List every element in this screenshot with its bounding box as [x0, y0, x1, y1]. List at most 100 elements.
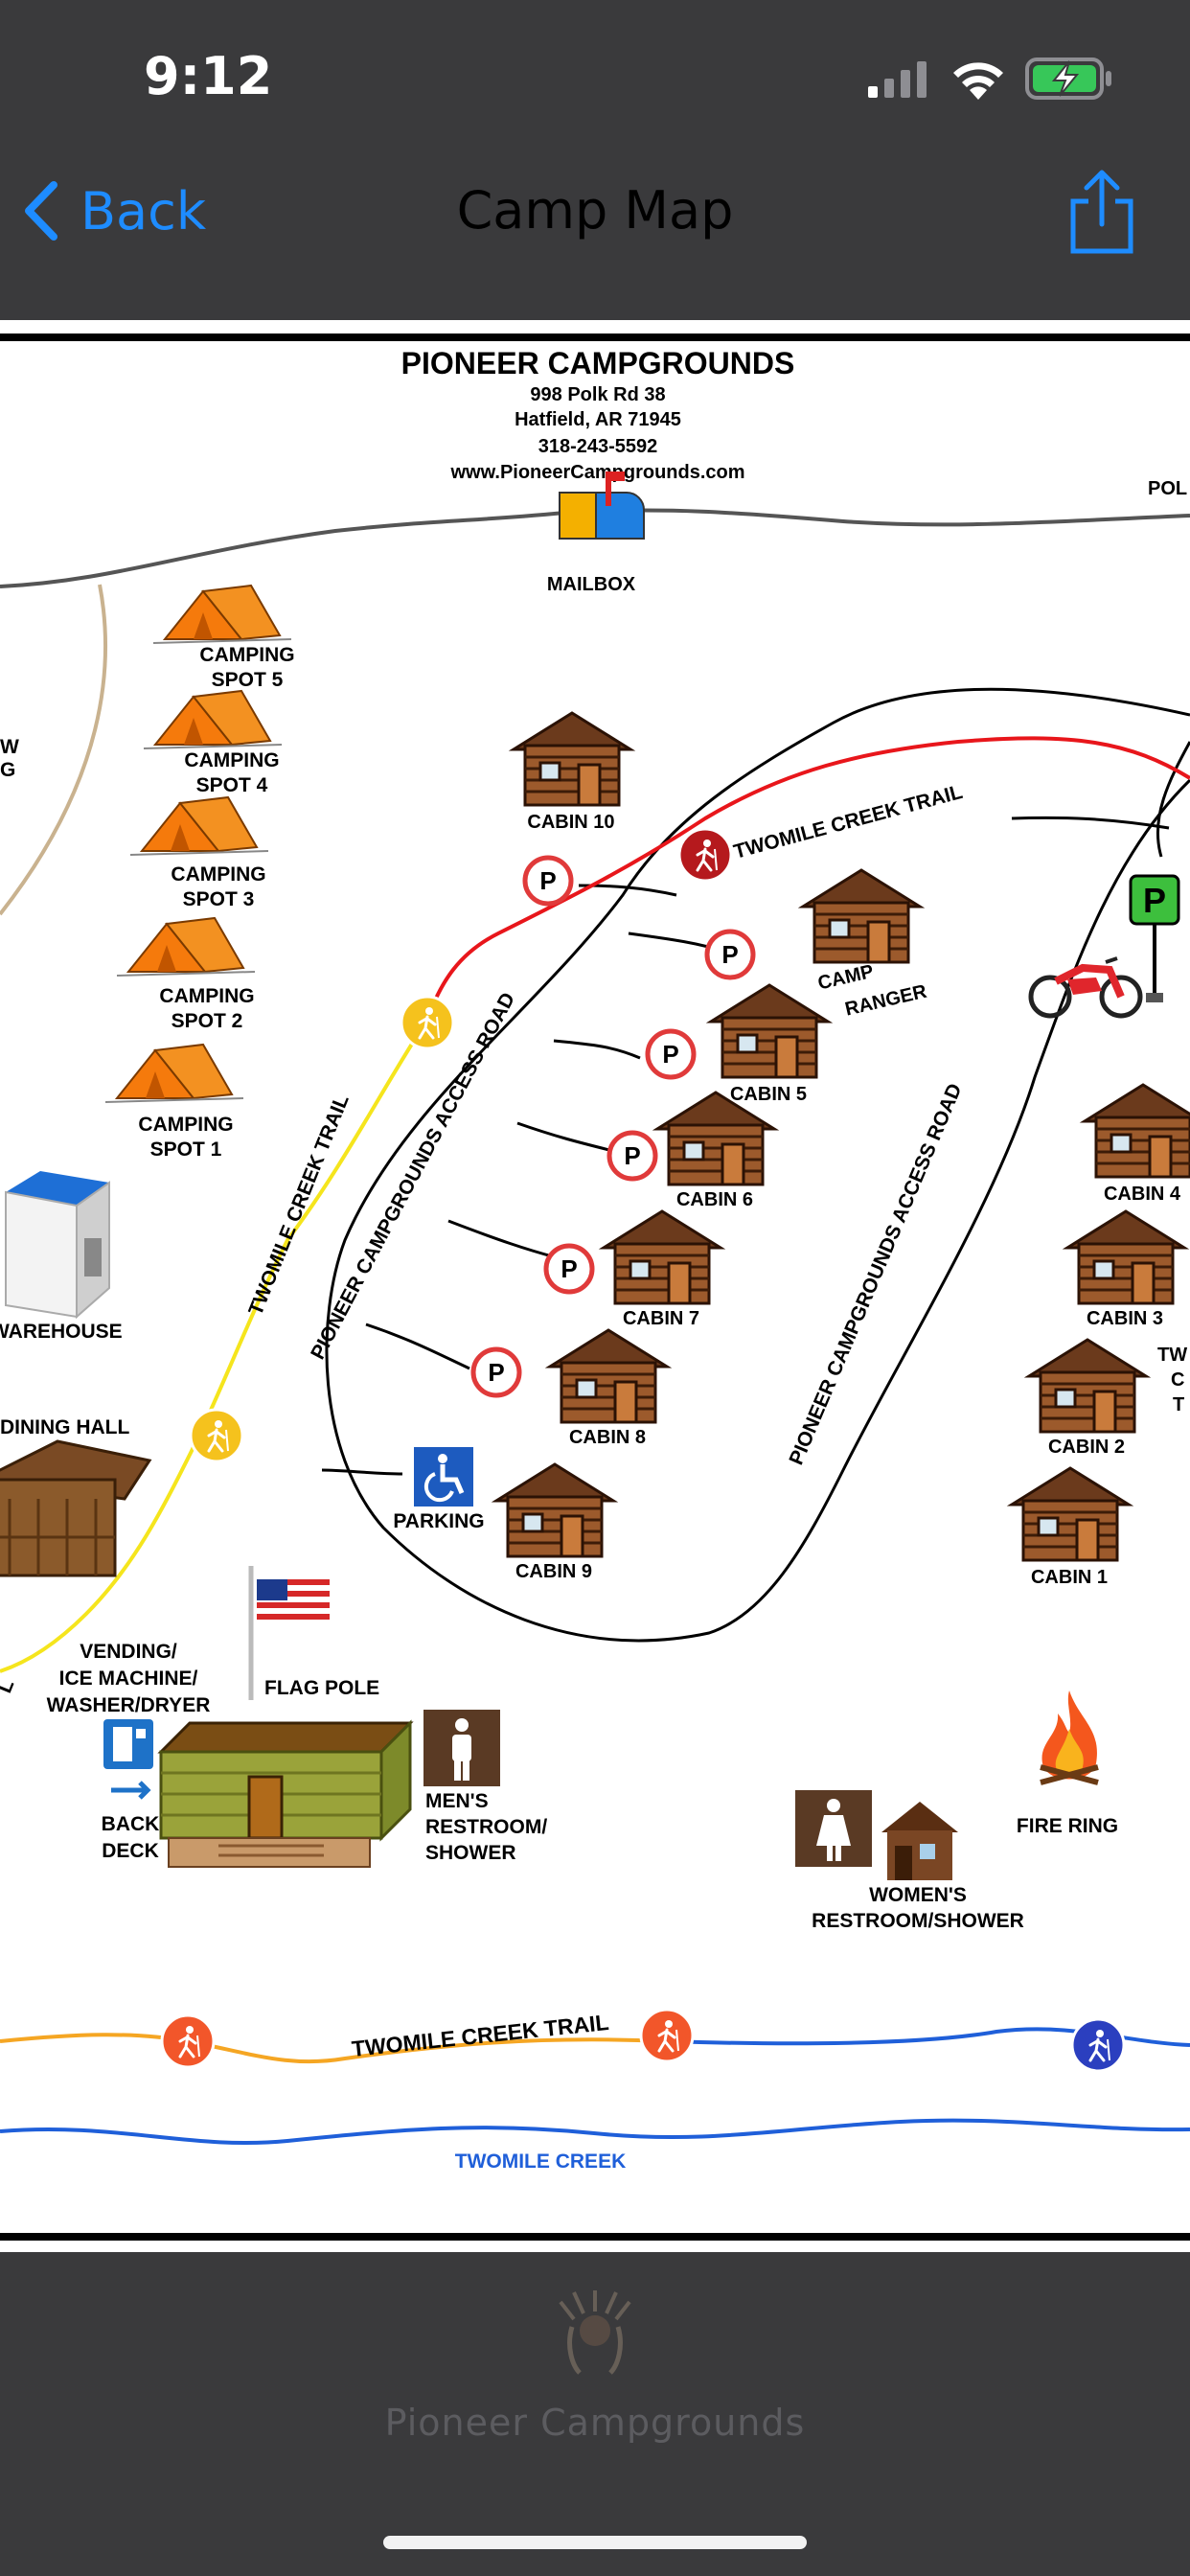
right-partial-3: T: [1173, 1394, 1184, 1415]
mens-line3: SHOWER: [425, 1842, 516, 1864]
svg-text:P: P: [488, 1358, 504, 1387]
camping-spot-3-line2: SPOT 3: [183, 888, 255, 910]
parking-spurs: [321, 741, 1190, 1476]
cabin-icon: [1083, 1083, 1190, 1179]
left-partial-2: G: [0, 759, 15, 781]
svg-text:P: P: [1143, 881, 1166, 920]
cabin-icon: [548, 1328, 669, 1424]
access-road-loop: [325, 687, 1190, 1643]
back-button[interactable]: Back: [23, 172, 206, 249]
vending-line2: ICE MACHINE/: [59, 1668, 198, 1690]
hiker-icon: [160, 2013, 216, 2069]
warehouse-icon: [5, 1171, 110, 1320]
wifi-icon: [953, 62, 1003, 100]
headdress-logo-icon: [559, 2290, 631, 2375]
back-deck-line2: DECK: [102, 1840, 159, 1862]
cabin-icon: [512, 711, 632, 807]
womens-line2: RESTROOM/SHOWER: [812, 1910, 1024, 1932]
cabin-5-label: CABIN 5: [730, 1084, 807, 1105]
warehouse-label: WAREHOUSE: [0, 1321, 123, 1343]
accessible-parking-icon: [414, 1447, 473, 1506]
vending-line1: VENDING/: [80, 1641, 177, 1663]
camp-ranger-line2: RANGER: [843, 981, 929, 1021]
page-title: Camp Map: [456, 180, 734, 241]
share-icon[interactable]: [1065, 169, 1138, 255]
mailbox-icon: [559, 472, 645, 540]
svg-text:P: P: [624, 1141, 640, 1170]
signal-icon: [868, 61, 927, 98]
cabin-icon: [602, 1209, 722, 1305]
map-website: www.PioneerCampgrounds.com: [449, 462, 744, 483]
tent-icon: [116, 917, 256, 977]
parking-spot-icon: P: [648, 1031, 694, 1077]
cabin-9-label: CABIN 9: [515, 1561, 592, 1582]
left-path: [0, 584, 107, 916]
parking-spot-icon: P: [546, 1246, 592, 1292]
flag-pole-label: FLAG POLE: [264, 1677, 379, 1699]
status-bar: 9:12: [0, 0, 1190, 144]
svg-text:P: P: [539, 866, 556, 895]
vending-line3: WASHER/DRYER: [47, 1694, 211, 1716]
womens-restroom-icon: [795, 1790, 872, 1867]
right-partial-2: C: [1171, 1369, 1184, 1391]
cabin-6-label: CABIN 6: [676, 1189, 753, 1210]
cabin-4-label: CABIN 4: [1104, 1184, 1181, 1205]
svg-text:P: P: [662, 1040, 678, 1069]
navigation-bar: [0, 144, 1190, 321]
mess-hall-icon: [157, 1719, 414, 1868]
left-edge-partial: L: [0, 1676, 19, 1696]
accessible-parking-label: PARKING: [393, 1510, 484, 1532]
parking-spot-icon: P: [473, 1349, 519, 1395]
trail-label-bottom: TWOMILE CREEK TRAIL: [351, 2010, 610, 2061]
map-title: PIONEER CAMPGROUNDS: [401, 346, 795, 380]
tent-icon: [152, 585, 292, 644]
back-label: Back: [80, 180, 207, 242]
tent-icon: [143, 690, 283, 749]
home-indicator[interactable]: [383, 2536, 807, 2549]
parking-sign-icon: P: [1129, 874, 1180, 1002]
mens-restroom-icon: [423, 1710, 500, 1786]
camp-ranger-line1: CAMP: [815, 961, 875, 995]
cabin-10-label: CABIN 10: [527, 812, 614, 833]
cabin-icon: [494, 1462, 615, 1558]
motorcycle-icon: [1028, 956, 1143, 1019]
tent-icon: [104, 1044, 244, 1103]
mens-line1: MEN'S: [425, 1790, 489, 1812]
fire-ring-label: FIRE RING: [1017, 1815, 1118, 1837]
womens-restroom-building-icon: [881, 1802, 958, 1880]
mailbox-label: MAILBOX: [547, 574, 636, 595]
left-partial-1: W: [0, 736, 19, 758]
hiker-icon: [1070, 2017, 1126, 2073]
camping-spot-4-line1: CAMPING: [184, 749, 279, 771]
womens-line1: WOMEN'S: [869, 1884, 967, 1906]
hiker-icon: [677, 827, 733, 883]
camping-spot-4-line2: SPOT 4: [196, 774, 268, 796]
cabin-2-label: CABIN 2: [1048, 1437, 1125, 1458]
cabin-icon: [1010, 1466, 1131, 1562]
battery-charging-icon: [1025, 58, 1111, 100]
cabin-3-label: CABIN 3: [1087, 1308, 1163, 1329]
svg-text:P: P: [721, 940, 738, 969]
road-label-partial: POL: [1148, 478, 1187, 499]
map-address-line1: 998 Polk Rd 38: [530, 384, 665, 405]
cabin-icon: [801, 868, 922, 964]
bottom-trail-orange: [0, 2033, 668, 2064]
cabin-8-label: CABIN 8: [569, 1427, 646, 1448]
parking-spot-icon: P: [707, 932, 753, 978]
parking-spot-icon: P: [609, 1133, 655, 1179]
footer-label: Pioneer Campgrounds: [384, 2402, 806, 2444]
mens-line2: RESTROOM/: [425, 1816, 547, 1838]
creek-label: TWOMILE CREEK: [455, 2150, 627, 2173]
cabin-7-label: CABIN 7: [623, 1308, 699, 1329]
footer-bar: [0, 2254, 1190, 2576]
cabin-icon: [1027, 1338, 1148, 1434]
camping-spot-1-line1: CAMPING: [138, 1114, 233, 1136]
parking-spot-icon: P: [525, 858, 571, 904]
map-phone: 318-243-5592: [538, 436, 658, 457]
hiker-icon: [639, 2008, 695, 2063]
hiker-icon: [189, 1408, 244, 1463]
camp-map[interactable]: PIONEER CAMPGROUNDS 998 Polk Rd 38 Hatfi…: [0, 320, 1190, 2252]
status-time: 9:12: [144, 46, 273, 106]
cabin-1-label: CABIN 1: [1031, 1567, 1108, 1588]
bottom-trail-blue: [666, 2027, 1190, 2047]
